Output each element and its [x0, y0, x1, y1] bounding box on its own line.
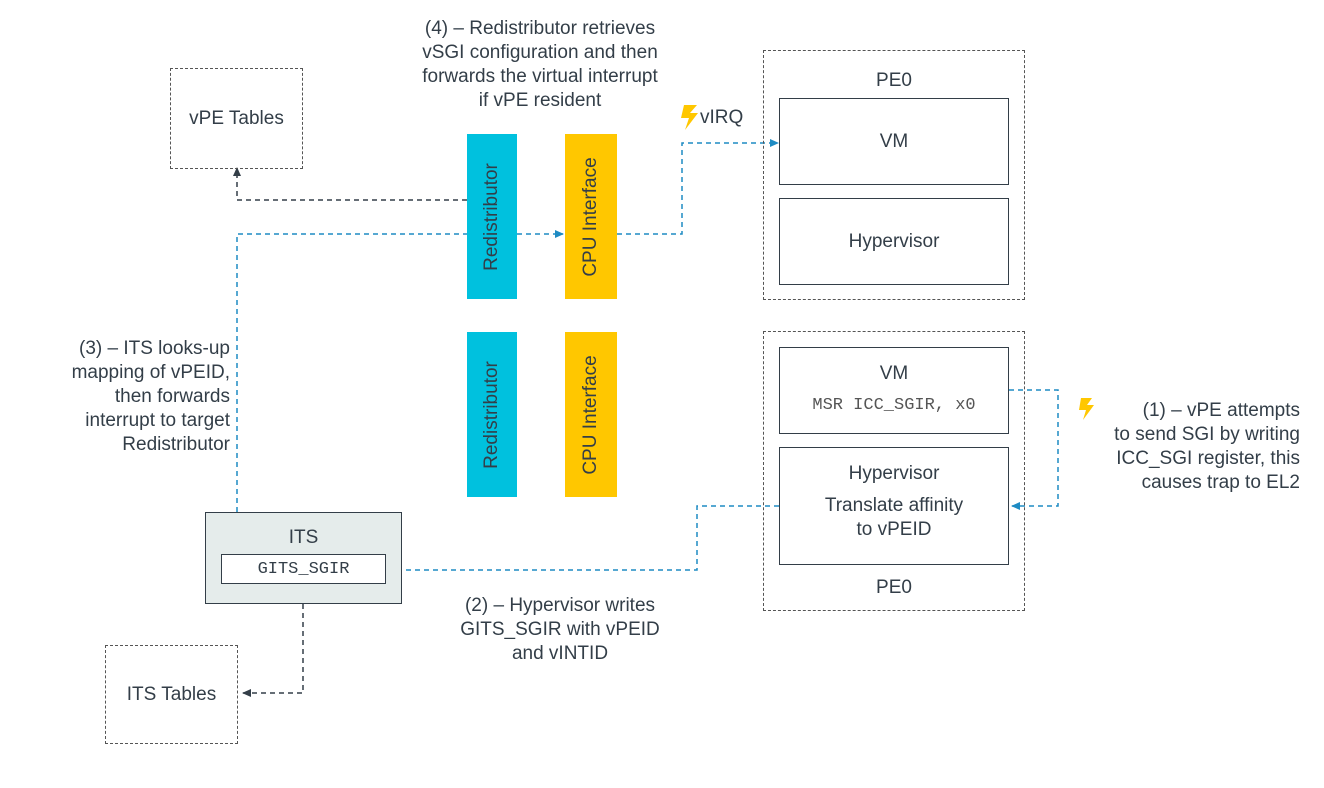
redistributor-top: Redistributor: [467, 134, 517, 299]
pe-bottom-vm-box: VM MSR ICC_SGIR, x0: [779, 347, 1009, 434]
arrow-its-to-its-tables: [242, 604, 304, 697]
vpe-tables-label: vPE Tables: [189, 107, 284, 129]
redistributor-top-label: Redistributor: [481, 162, 502, 271]
note-step1-line4: causes trap to EL2: [1141, 472, 1300, 493]
pe-bottom-vm-label: VM: [879, 363, 909, 384]
cpu-interface-bottom: CPU Interface: [565, 332, 617, 497]
pe-bottom-hypervisor-box: Hypervisor Translate affinity to vPEID: [779, 447, 1009, 565]
pe-top-hypervisor-box: Hypervisor: [779, 198, 1009, 285]
note-step3: (3) – ITS looks-up mapping of vPEID, the…: [10, 337, 230, 457]
its-box: ITS GITS_SGIR: [205, 512, 402, 604]
redistributor-bottom-label: Redistributor: [481, 360, 502, 469]
note-step4-line1: (4) – Redistributor retrieves: [424, 18, 656, 39]
pe-bottom-hypervisor-action-line2: to vPEID: [856, 519, 932, 540]
virq-label: vIRQ: [700, 107, 744, 128]
note-step1-line2: to send SGI by writing: [1114, 424, 1300, 445]
note-step1-line1: (1) – vPE attempts: [1142, 400, 1300, 421]
note-step3-line1: (3) – ITS looks-up: [79, 338, 230, 359]
pe-top-hypervisor-label: Hypervisor: [848, 230, 940, 252]
its-title: ITS: [288, 527, 319, 548]
note-step2-line1: (2) – Hypervisor writes: [464, 595, 656, 616]
pe-top-label: PE0: [876, 70, 912, 91]
arrow-its-to-cpu-interface: [236, 230, 564, 512]
note-step4: (4) – Redistributor retrieves vSGI confi…: [380, 17, 700, 113]
pe-bottom-hypervisor-action-line1: Translate affinity: [824, 495, 964, 516]
arrow-cpu-interface-to-vm: [617, 139, 779, 235]
note-step1: (1) – vPE attempts to send SGI by writin…: [1075, 399, 1300, 495]
note-step4-line2: vSGI configuration and then: [422, 42, 658, 63]
note-step3-line4: interrupt to target: [85, 410, 230, 431]
vpe-tables-box: vPE Tables: [170, 68, 303, 169]
note-step1-line3: ICC_SGI register, this: [1116, 448, 1300, 469]
its-tables-label: ITS Tables: [126, 683, 217, 705]
its-tables-box: ITS Tables: [105, 645, 238, 744]
arrow-hypervisor-to-gits-sgir: [387, 505, 779, 574]
note-step3-line5: Redistributor: [122, 434, 230, 455]
redistributor-bottom: Redistributor: [467, 332, 517, 497]
pe-top-box: PE0: [763, 50, 1025, 300]
pe-bottom-label: PE0: [876, 577, 912, 598]
note-step3-line3: then forwards: [114, 386, 230, 407]
note-step4-line4: if vPE resident: [478, 90, 602, 111]
pe-top-vm-box: VM: [779, 98, 1009, 185]
note-step2: (2) – Hypervisor writes GITS_SGIR with v…: [430, 594, 690, 666]
note-step3-line2: mapping of vPEID,: [71, 362, 230, 383]
cpu-interface-bottom-label: CPU Interface: [580, 354, 601, 475]
cpu-interface-top-label: CPU Interface: [580, 156, 601, 277]
note-step2-line2: GITS_SGIR with vPEID: [460, 619, 660, 640]
pe-top-vm-label: VM: [879, 130, 909, 152]
note-step4-line3: forwards the virtual interrupt: [422, 66, 658, 87]
pe-bottom-hypervisor-label: Hypervisor: [848, 463, 940, 484]
lightning-icon-virq: [681, 105, 698, 130]
gits-sgir-register: GITS_SGIR: [221, 554, 386, 584]
pe-bottom-vm-code: MSR ICC_SGIR, x0: [812, 396, 976, 415]
pe-bottom-box: PE0: [763, 331, 1025, 611]
lightning-icon-step1: [1079, 398, 1094, 420]
note-step2-line3: and vINTID: [511, 643, 609, 664]
arrow-redistributor-to-vpe-tables: [233, 167, 467, 201]
cpu-interface-top: CPU Interface: [565, 134, 617, 299]
